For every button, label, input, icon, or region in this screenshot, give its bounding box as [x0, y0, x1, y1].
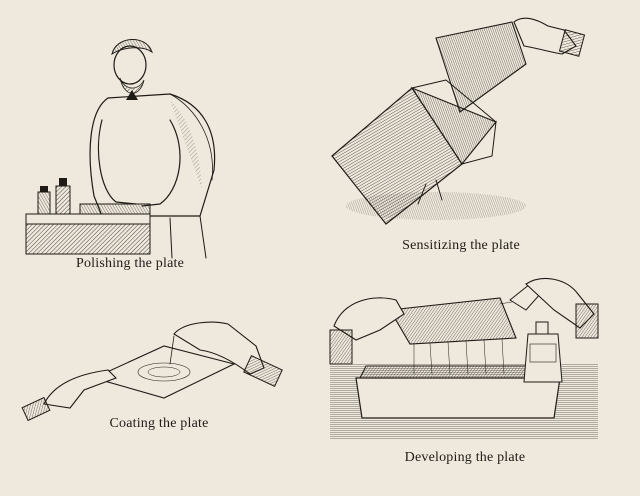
coating-caption: Coating the plate [109, 416, 209, 431]
developing-panel: Developing the plate [329, 274, 600, 474]
polishing-engraving [25, 39, 216, 259]
developing-caption: Developing the plate [404, 450, 526, 465]
coating-engraving [21, 321, 283, 422]
sensitizing-panel: Sensitizing the plate [326, 16, 596, 260]
sensitizing-engraving [331, 17, 586, 225]
sensitizing-caption: Sensitizing the plate [402, 238, 520, 253]
developing-engraving [329, 278, 599, 440]
polishing-caption: Polishing the plate [75, 256, 184, 271]
polishing-panel: Polishing the plate [20, 20, 240, 280]
coating-panel: Coating the plate [21, 316, 294, 440]
